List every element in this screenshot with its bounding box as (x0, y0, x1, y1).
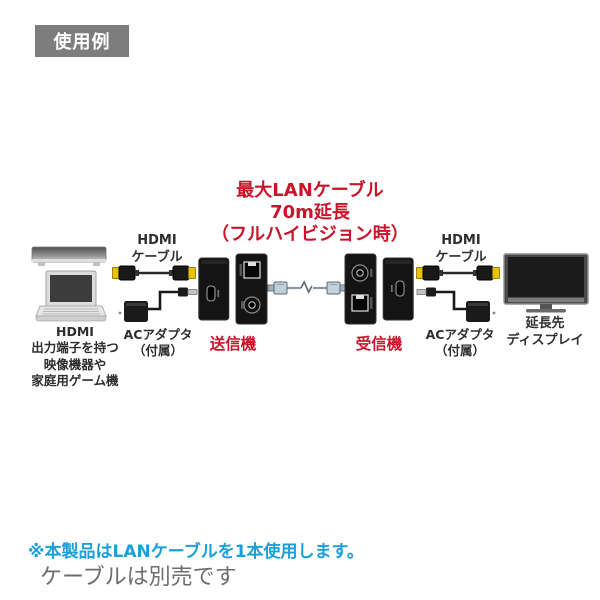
display-label: 延長先 ディスプレイ (506, 316, 584, 348)
receiver-icon (344, 253, 414, 327)
hdmi-cable-left-icon (112, 264, 196, 282)
ac-adapter-right-icon (414, 283, 498, 329)
ac-adapter-left-icon (116, 283, 200, 329)
tv-icon (503, 253, 589, 315)
usage-example-badge-label: 使用例 (53, 32, 111, 53)
laptop-icon (35, 270, 107, 323)
cable-sold-separately-note: ケーブルは別売です (40, 565, 237, 590)
recorder-icon (31, 246, 107, 269)
hdmi-cable-right-label: HDMI ケーブル (435, 233, 487, 265)
hdmi-cable-right-icon (416, 264, 500, 282)
transmitter-icon (198, 253, 268, 327)
max-lan-length-heading: 最大LANケーブル 70m延長 （フルハイビジョン時） (211, 180, 409, 245)
receiver-label: 受信機 (355, 335, 403, 353)
ac-adapter-right-label: ACアダプタ （付属） (425, 327, 495, 359)
lan-cable-icon (267, 277, 347, 299)
source-device-label: HDMI 出力端子を持つ 映像機器や 家庭用ゲーム機 (31, 324, 119, 388)
transmitter-label: 送信機 (209, 335, 257, 353)
usage-example-badge: 使用例 (35, 25, 129, 57)
hdmi-cable-left-label: HDMI ケーブル (131, 233, 183, 265)
ac-adapter-left-label: ACアダプタ （付属） (123, 327, 193, 359)
lan-cable-note: ※本製品はLANケーブルを1本使用します。 (28, 542, 364, 562)
